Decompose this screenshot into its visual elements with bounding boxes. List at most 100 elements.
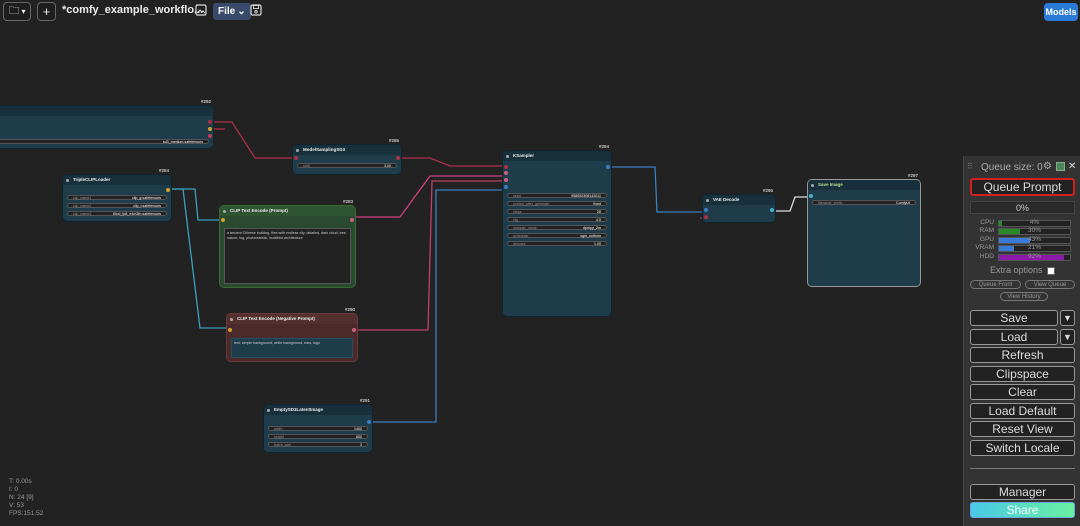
node-title[interactable]: Save Image	[808, 180, 920, 190]
output-slot[interactable]	[396, 156, 400, 160]
output-slot[interactable]	[367, 420, 371, 424]
models-button[interactable]: Models	[1044, 3, 1078, 21]
output-slot[interactable]	[208, 134, 212, 138]
file-menu-button[interactable]: File ⌄	[213, 3, 251, 20]
node-title[interactable]: ModelSamplingSD3	[293, 145, 401, 155]
queue-front-button[interactable]: Queue Front	[970, 280, 1021, 289]
prompt-textarea[interactable]: a ancient Chinese building, flies with e…	[224, 228, 351, 284]
extra-options-checkbox[interactable]	[1047, 266, 1056, 275]
chevron-down-icon: ⌄	[237, 6, 246, 17]
clear-button[interactable]: Clear	[970, 384, 1075, 400]
view-queue-button[interactable]: View Queue	[1025, 280, 1075, 289]
chevron-down-icon: ▼	[1063, 313, 1072, 323]
resource-row-vram: VRAM 21%	[964, 244, 1080, 253]
save-disk-icon[interactable]	[249, 4, 263, 18]
queue-prompt-button[interactable]: Queue Prompt	[970, 178, 1075, 196]
load-button[interactable]: Load	[970, 329, 1058, 345]
output-slot[interactable]	[352, 328, 356, 332]
node-id: #291	[359, 398, 370, 403]
input-slot[interactable]	[504, 178, 508, 182]
node-clip-text-encode-negative[interactable]: #290 CLIP Text Encode (Negative Prompt) …	[227, 307, 357, 361]
ckpt-widget[interactable]: sd3_medium.safetensors	[0, 139, 209, 144]
input-slot[interactable]	[294, 156, 298, 160]
load-default-button[interactable]: Load Default	[970, 403, 1075, 419]
manager-button[interactable]: Manager	[970, 484, 1075, 500]
input-slot[interactable]	[704, 215, 708, 219]
stat-v: V: 53	[9, 502, 24, 509]
close-icon[interactable]: ✕	[1068, 161, 1077, 172]
resource-value: 4%	[1029, 219, 1040, 226]
node-clip-text-encode-positive[interactable]: #283 CLIP Text Encode (Prompt) a ancient…	[220, 199, 355, 287]
node-title[interactable]: CLIP Text Encode (Negative Prompt)	[227, 314, 357, 324]
node-id: #294	[598, 144, 609, 149]
output-slot[interactable]	[208, 120, 212, 124]
input-slot[interactable]	[809, 194, 813, 198]
node-id: #284	[158, 168, 169, 173]
output-slot[interactable]	[770, 208, 774, 212]
resource-label: VRAM	[975, 244, 994, 252]
input-slot[interactable]	[504, 171, 508, 175]
input-slot[interactable]	[504, 165, 508, 169]
clipspace-button[interactable]: Clipspace	[970, 366, 1075, 382]
save-dropdown-button[interactable]: ▼	[1060, 310, 1075, 326]
refresh-button[interactable]: Refresh	[970, 347, 1075, 363]
node-id: #296	[762, 188, 773, 193]
new-workflow-button[interactable]: +	[37, 2, 56, 21]
input-slot[interactable]	[704, 208, 708, 212]
node-title[interactable]: KSampler	[503, 151, 611, 161]
node-checkpoint-loader[interactable]: #292 sd3_medium.safetensors	[0, 99, 213, 148]
input-slot[interactable]	[221, 218, 225, 222]
node-title[interactable]: EmptySD3LatentImage	[264, 405, 372, 415]
switch-locale-button[interactable]: Switch Locale	[970, 440, 1075, 456]
drag-handle-icon[interactable]: ⠿	[967, 162, 973, 171]
resource-value: 21%	[1027, 244, 1041, 252]
node-title[interactable]: TripleCLIPLoader	[63, 175, 171, 185]
output-slot[interactable]	[606, 165, 610, 169]
top-toolbar: 🗀 ▾ + *comfy_example_workflo... File ⌄ M…	[0, 0, 1080, 24]
negative-prompt-textarea[interactable]: text, simple background, white backgroun…	[231, 338, 353, 358]
reset-view-button[interactable]: Reset View	[970, 421, 1075, 437]
load-dropdown-button[interactable]: ▼	[1060, 329, 1075, 345]
workflow-title[interactable]: *comfy_example_workflo...	[62, 4, 204, 16]
gear-icon[interactable]: ⚙	[1043, 161, 1052, 172]
node-title[interactable]: CLIP Text Encode (Prompt)	[220, 206, 355, 216]
output-slot[interactable]	[350, 218, 354, 222]
output-slot[interactable]	[208, 127, 212, 131]
input-slot[interactable]	[228, 328, 232, 332]
node-vae-decode[interactable]: #296 VAE Decode	[703, 188, 775, 222]
image-icon[interactable]	[194, 4, 208, 18]
save-button[interactable]: Save	[970, 310, 1058, 326]
input-slot[interactable]	[504, 185, 508, 189]
workflow-menu-button[interactable]: 🗀 ▾	[3, 2, 31, 21]
canvas-stats: T: 0.00s I: 0 N: 24 [9] V: 53 FPS:151.52	[9, 478, 43, 518]
view-history-button[interactable]: View History	[1000, 292, 1048, 301]
extra-options-label: Extra options	[989, 265, 1043, 275]
share-button[interactable]: Share	[970, 502, 1075, 518]
node-header[interactable]	[0, 106, 213, 116]
output-slot[interactable]	[166, 188, 170, 192]
node-title[interactable]: VAE Decode	[703, 195, 775, 205]
resource-label: GPU	[979, 235, 994, 243]
widget-value: sd3_medium.safetensors	[162, 140, 203, 144]
image-gallery-icon[interactable]	[1056, 162, 1065, 171]
